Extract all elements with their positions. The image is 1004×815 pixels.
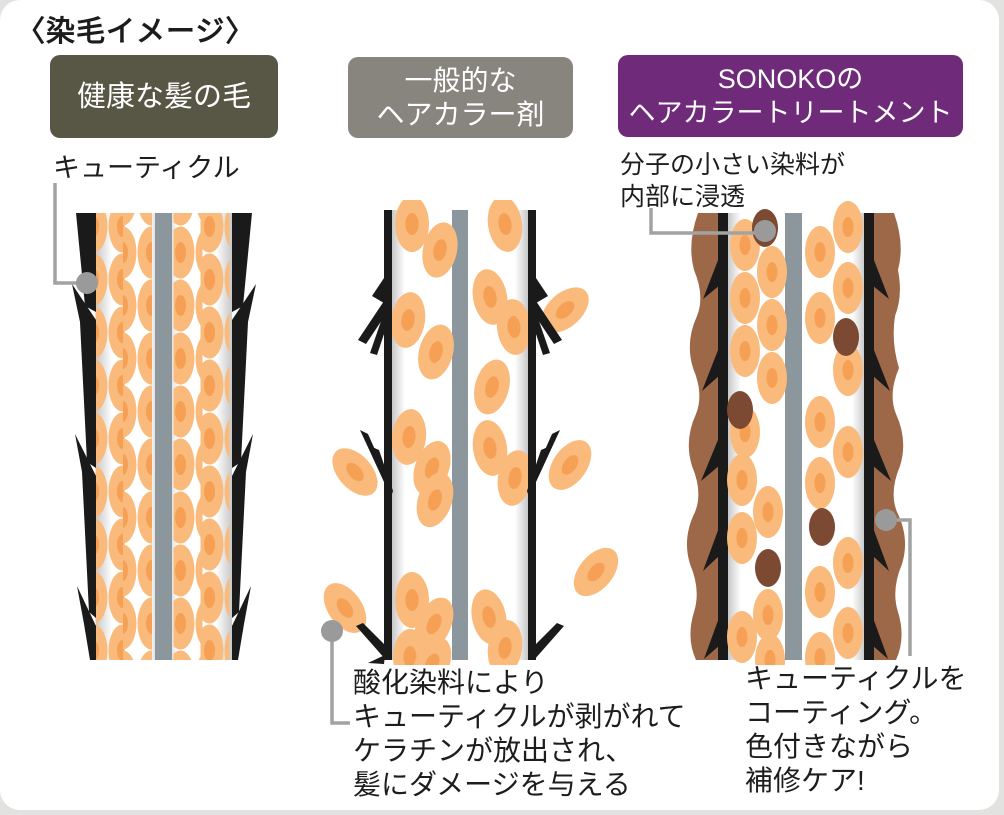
healthy-hair-illustration — [72, 213, 256, 660]
peeled-cuticle-right — [527, 210, 564, 660]
panel2-header-line1: 一般的な — [404, 64, 517, 96]
damage-note-line4: 髪にダメージを与える — [353, 769, 631, 800]
panel2-header-line2: ヘアカラー剤 — [376, 98, 545, 130]
peeled-cuticle-left — [356, 210, 393, 664]
coating-note: キューティクルを コーティング。 色付きながら 補修ケア! — [745, 662, 966, 798]
panel3-header-line1: SONOKOの — [717, 64, 864, 94]
dye-penetration-line2: 内部に浸透 — [620, 183, 746, 211]
coated-cuticle-right — [864, 213, 891, 660]
coated-cuticle-left — [701, 213, 728, 660]
coating-note-line4: 補修ケア! — [745, 765, 865, 796]
panel3-header-line2: ヘアカラートリートメント — [628, 98, 953, 128]
sonoko-treatment-illustration — [686, 201, 906, 665]
damaged-hair-illustration — [315, 200, 620, 665]
panel3-header: SONOKOの ヘアカラートリートメント — [618, 55, 963, 137]
cuticle-scales-right — [232, 213, 256, 660]
damage-note-line2: キューティクルが剥がれて — [353, 701, 686, 732]
cuticle-scales-left — [72, 213, 96, 660]
cuticle-label: キューティクル — [53, 153, 240, 183]
panel2-header: 一般的な ヘアカラー剤 — [348, 57, 573, 138]
dye-penetration-line1: 分子の小さい染料が — [620, 151, 846, 179]
coating-note-line3: 色付きながら — [745, 731, 914, 762]
panel1-header: 健康な髪の毛 — [50, 55, 278, 138]
diagram-title: 〈染毛イメージ〉 — [16, 16, 256, 48]
damage-note: 酸化染料により キューティクルが剥がれて ケラチンが放出され、 髪にダメージを与… — [353, 666, 686, 802]
damage-note-line3: ケラチンが放出され、 — [353, 735, 634, 766]
coating-note-line2: コーティング。 — [745, 697, 938, 728]
panel1-header-label: 健康な髪の毛 — [76, 80, 251, 113]
dye-penetration-note: 分子の小さい染料が 内部に浸透 — [620, 149, 845, 213]
coating-note-line1: キューティクルを — [745, 663, 967, 694]
damage-note-line1: 酸化染料により — [353, 667, 549, 698]
